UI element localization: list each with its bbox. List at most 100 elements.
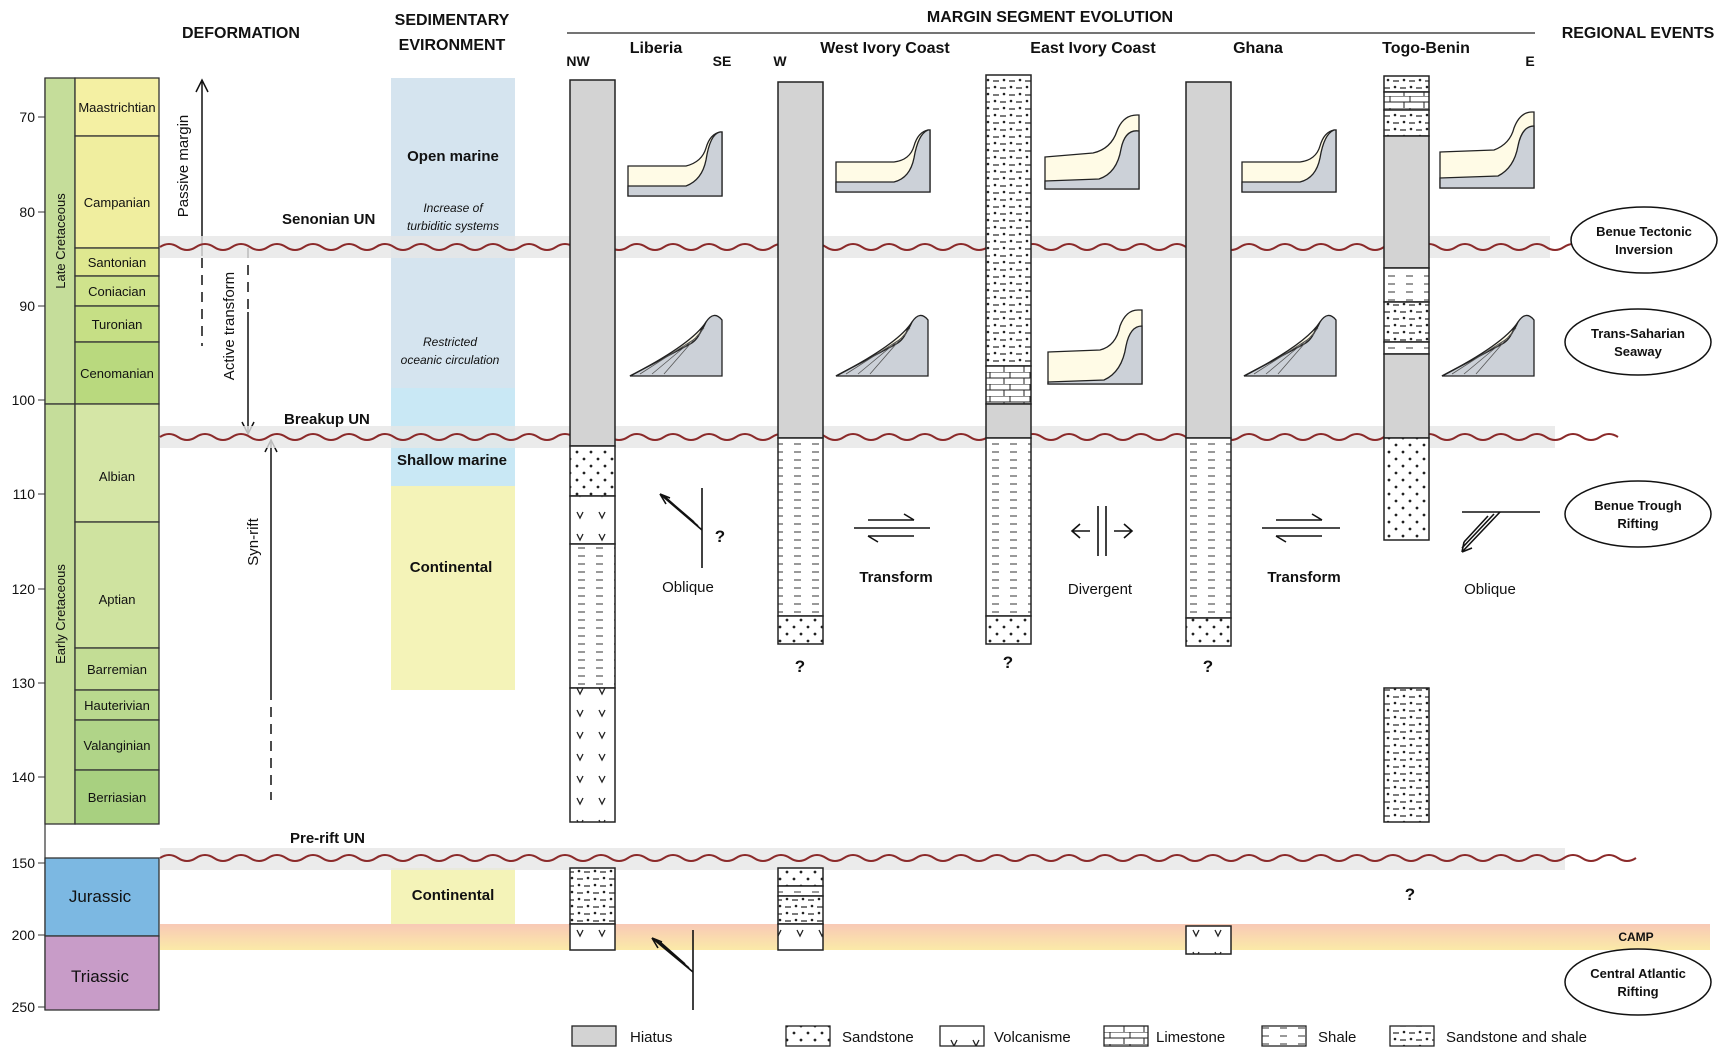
regional-events (1564, 206, 1718, 1016)
togo-sandshale-lower (1383, 687, 1430, 823)
env-open-marine-box (391, 78, 515, 388)
liberia-volcanics-camp (569, 923, 616, 951)
label-prerift-un: Pre-rift UN (290, 830, 365, 847)
transform-symbol-wic (854, 513, 930, 543)
oblique-symbol-togo (1461, 511, 1540, 553)
env-turbiditic-2: turbiditic systems (407, 219, 499, 233)
ghana-volcanics-camp (1185, 925, 1232, 955)
triassic-label: Triassic (71, 967, 129, 986)
stage-label: Barremian (87, 662, 147, 677)
togo-sandshale-top (1383, 75, 1430, 93)
eic-sandstone (985, 615, 1032, 645)
profile-wic-upper (835, 129, 931, 193)
profile-eic-lower (1047, 309, 1143, 385)
profile-liberia-upper (627, 131, 723, 197)
legend (571, 1025, 1435, 1047)
stage-barremian (74, 647, 160, 691)
senonian-unconformity (159, 243, 1619, 251)
stage-aptian (74, 521, 160, 649)
event-trans-saharian-1: Trans-Saharian (1591, 326, 1685, 341)
stage-label: Turonian (92, 317, 143, 332)
period-triassic (44, 935, 160, 1011)
wic-jur-sandshale (777, 895, 824, 925)
column-ghana-stack (1185, 81, 1232, 955)
legend-sandstone-swatch (785, 1025, 831, 1047)
direction-w: W (773, 53, 787, 69)
camp-band (160, 924, 1710, 950)
stage-column (74, 77, 160, 825)
event-benue-tectonic-1: Benue Tectonic (1596, 224, 1692, 239)
eic-sandshale (985, 74, 1032, 367)
event-trans-saharian (1564, 308, 1712, 376)
stage-berriasian (74, 769, 160, 825)
stage-label: Berriasian (88, 790, 147, 805)
profile-togo-upper (1439, 111, 1535, 189)
tick-110: 110 (13, 486, 36, 502)
axis-ticks (38, 116, 45, 1008)
env-restricted-1: Restricted (423, 335, 477, 349)
event-benue-tectonic-2: Inversion (1615, 242, 1673, 257)
stage-valanginian (74, 719, 160, 771)
question-mark: ? (1203, 657, 1213, 676)
wic-shale (777, 437, 824, 617)
togo-sandstone (1383, 437, 1430, 541)
tick-70: 70 (19, 109, 35, 125)
legend-volcanisme-label: Volcanisme (994, 1029, 1071, 1046)
togo-hiatus-upper (1383, 135, 1430, 269)
legend-sandstone-label: Sandstone (842, 1029, 914, 1046)
profile-liberia-lower (629, 314, 723, 377)
column-togo-stack (1383, 75, 1430, 823)
stage-label: Albian (99, 469, 135, 484)
tick-80: 80 (19, 204, 35, 220)
period-early-cretaceous (44, 403, 76, 825)
senonian-band (160, 236, 1550, 258)
stage-cenomanian (74, 341, 160, 405)
stage-label: Santonian (88, 255, 147, 270)
profile-ghana-upper (1241, 129, 1337, 193)
event-trans-saharian-2: Seaway (1614, 344, 1662, 359)
deformation-synrift: Syn-rift (245, 517, 262, 565)
ghana-sandstone (1185, 617, 1232, 647)
liberia-sandstone (569, 445, 616, 497)
wic-jur-shale (777, 885, 824, 897)
period-early-label: Early Cretaceous (53, 564, 68, 664)
env-open-marine: Open marine (407, 148, 499, 165)
direction-se: SE (713, 53, 732, 69)
period-jurassic (44, 857, 160, 937)
margin-type-transform-ghana: Transform (1267, 569, 1340, 586)
regional-heading: REGIONAL EVENTS (1562, 25, 1715, 42)
margin-type-oblique-liberia: Oblique (662, 579, 714, 596)
direction-e: E (1525, 53, 1534, 69)
deformation-heading: DEFORMATION (182, 25, 300, 42)
stage-label: Cenomanian (80, 366, 154, 381)
margin-type-oblique-togo: Oblique (1464, 581, 1516, 598)
column-togo-benin: Togo-Benin (1382, 40, 1470, 57)
liberia-jurassic-sandshale (569, 867, 616, 925)
question-mark: ? (1003, 653, 1013, 672)
column-liberia: Liberia (630, 40, 683, 57)
column-west-ivory-coast: West Ivory Coast (820, 40, 950, 57)
sedimentary-heading: SEDIMENTARY (395, 12, 510, 29)
event-central-atlantic-2: Rifting (1617, 984, 1658, 999)
question-mark: ? (795, 657, 805, 676)
tick-250: 250 (12, 999, 36, 1015)
stage-label: Valanginian (84, 738, 151, 753)
eic-limestone (985, 365, 1032, 405)
env-continental-jurassic: Continental (412, 887, 495, 904)
profile-ghana-lower (1243, 314, 1337, 377)
env-turbiditic-1: Increase of (423, 201, 484, 215)
wic-jur-sand-1 (777, 867, 824, 887)
wic-volcanics-camp (777, 923, 824, 951)
breakup-band (160, 426, 1555, 448)
profile-sketches-lower (629, 309, 1535, 385)
togo-shale-2 (1383, 341, 1430, 355)
question-mark: ? (1405, 885, 1415, 904)
togo-limestone (1383, 91, 1430, 111)
question-mark: ? (715, 527, 725, 546)
env-transition-box (391, 388, 515, 428)
margin-type-divergent: Divergent (1068, 581, 1133, 598)
tick-140: 140 (12, 769, 36, 785)
deformation-active: Active transform (221, 272, 238, 380)
margin-heading: MARGIN SEGMENT EVOLUTION (927, 9, 1173, 26)
liberia-shale (569, 543, 616, 689)
